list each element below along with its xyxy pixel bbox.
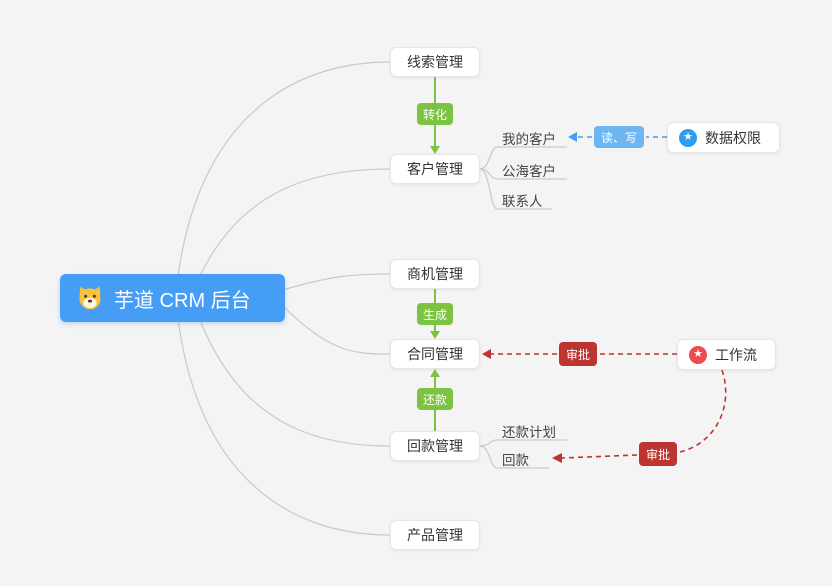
blue-arrowhead [568,132,577,142]
node-data-permission[interactable]: ★ 数据权限 [667,122,780,153]
node-leads[interactable]: 线索管理 [390,47,480,77]
red-arrowheads [482,349,562,463]
node-business[interactable]: 商机管理 [390,259,480,289]
subnode-repayment-plan[interactable]: 还款计划 [502,425,556,440]
star-blue-icon: ★ [679,128,697,147]
subnode-repayment[interactable]: 回款 [502,453,529,468]
badge-read-write[interactable]: 读、写 [594,126,644,148]
subnode-contact[interactable]: 联系人 [502,194,543,209]
star-red-icon: ★ [689,345,707,364]
node-workflow-label: 工作流 [715,346,757,363]
badge-approve-contract[interactable]: 审批 [559,342,597,366]
node-data-permission-label: 数据权限 [705,129,761,146]
node-customer[interactable]: 客户管理 [390,154,480,184]
child-branch-connectors [479,146,567,469]
dog-logo-icon [76,284,104,312]
subnode-my-customer[interactable]: 我的客户 [502,132,556,147]
node-contract[interactable]: 合同管理 [390,339,480,369]
root-node[interactable]: 芋道 CRM 后台 [60,274,285,322]
node-receivable[interactable]: 回款管理 [390,431,480,461]
badge-repay[interactable]: 还款 [417,388,453,410]
node-workflow[interactable]: ★ 工作流 [677,339,776,370]
badge-convert[interactable]: 转化 [417,103,453,125]
root-node-label: 芋道 CRM 后台 [114,289,251,312]
red-approval-connectors [490,353,727,459]
badge-approve-receivable[interactable]: 审批 [639,442,677,466]
green-arrowheads [430,146,440,377]
root-branch-connectors [177,61,391,536]
badge-generate[interactable]: 生成 [417,303,453,325]
node-product[interactable]: 产品管理 [390,520,480,550]
subnode-public-customer[interactable]: 公海客户 [502,164,556,179]
